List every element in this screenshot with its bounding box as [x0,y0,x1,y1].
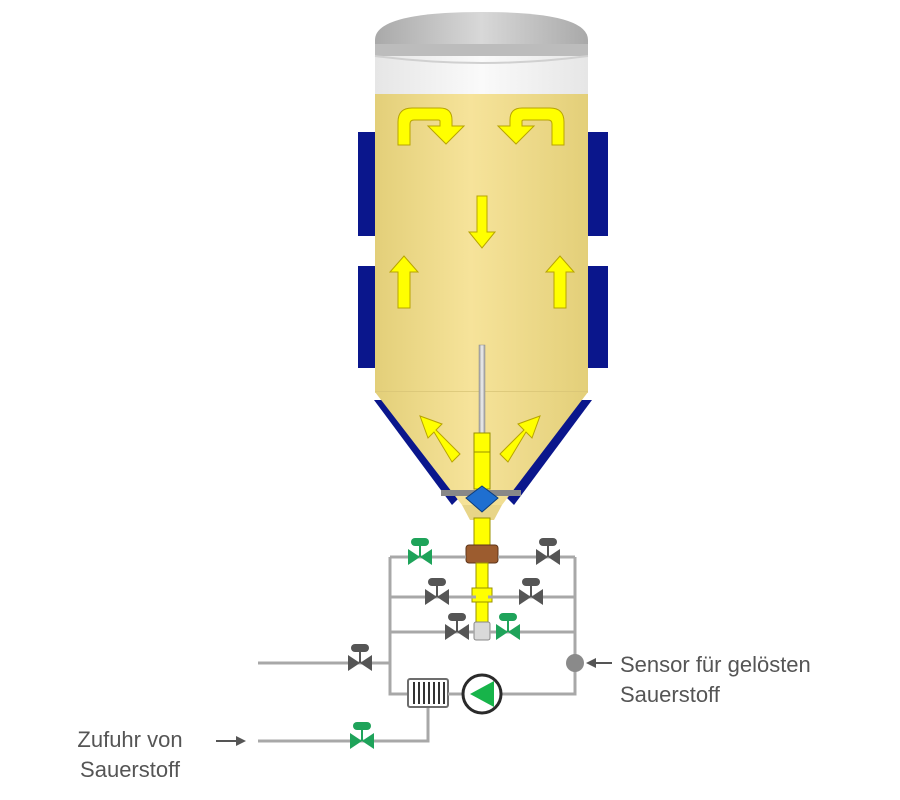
probe-rod [478,344,486,436]
flow-arrow-top-left [397,107,466,146]
valve-open-row3-right[interactable] [496,613,520,640]
supply-label-arrow [216,736,246,746]
cooling-jacket-right-upper [586,132,608,236]
valve-closed-row2-left[interactable] [425,578,449,605]
supply-label-line-1: Zufuhr von [77,727,183,752]
valve-closed-inlet[interactable] [348,644,372,671]
flow-arrow-right-up [544,255,576,309]
valve-closed-row2-right[interactable] [519,578,543,605]
valve-open-oxygen-supply[interactable] [350,722,374,749]
probe-yellow-base [471,587,493,603]
cooling-jacket-cone-right [504,400,592,505]
tank-dome-rim [375,44,588,56]
probe-brown-clamp [465,544,499,564]
cooling-jacket-right-lower [586,266,608,368]
flow-arrow-cone-left [419,415,461,463]
sensor-label-line-2: Sauerstoff [620,682,720,707]
probe-yellow-lower [473,517,491,547]
supply-label-line-2: Sauerstoff [80,757,180,782]
sensor-label: Sensor für gelösten Sauerstoff [620,650,890,710]
cooling-jackets [358,132,608,505]
probe-assembly [465,344,499,641]
oxygen-injector [407,678,449,708]
probe-blue-connector [465,485,499,513]
valve-open-top-left[interactable] [408,538,432,565]
valves [348,538,560,749]
probe-sample-port [473,621,491,641]
pump-direction-icon [470,681,494,707]
valve-closed-row3-left[interactable] [445,613,469,640]
probe-yellow-tube [473,432,491,490]
cooling-jacket-cone-left [374,400,462,505]
flow-arrow-center-down [467,195,497,249]
flow-arrows [388,107,576,463]
cooling-jacket-left-lower [358,266,380,368]
tank-headspace [375,56,588,96]
pipe-loop-right [500,557,577,696]
dissolved-oxygen-sensor [566,654,612,672]
oxygen-supply-label: Zufuhr von Sauerstoff [40,725,220,785]
pipe-loop [388,557,408,696]
valve-closed-top-right[interactable] [536,538,560,565]
probe-yellow-tip [475,601,489,623]
pipe-oxygen-supply [258,706,430,743]
circulation-pump [461,673,503,715]
flow-arrow-left-up [388,255,420,309]
cooling-jacket-left-upper [358,132,380,236]
flow-arrow-top-right [496,107,565,146]
piping [258,555,577,743]
sensor-label-line-1: Sensor für gelösten [620,652,811,677]
flow-arrow-cone-right [499,415,541,463]
